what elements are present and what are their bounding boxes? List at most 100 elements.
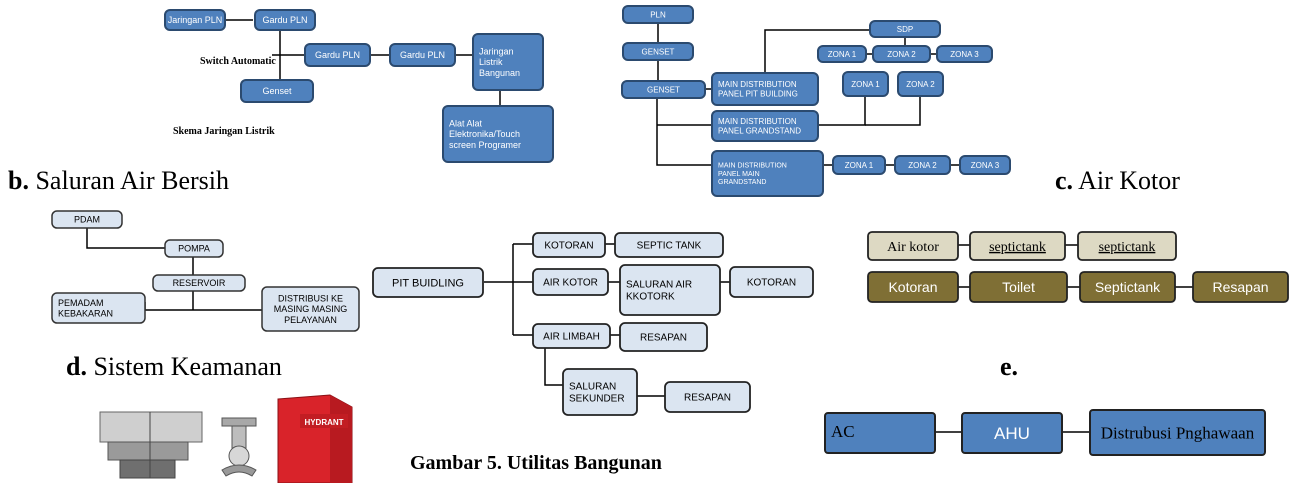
- node-pit-buidling: PIT BUIDLING: [372, 267, 484, 298]
- listrik-caption: Skema Jaringan Listrik: [173, 126, 275, 137]
- node-jaringan-pln: Jaringan PLN: [164, 9, 226, 31]
- svg-text:AIR LIMBAH: AIR LIMBAH: [543, 332, 600, 343]
- svg-text:ZONA 1: ZONA 1: [828, 50, 857, 59]
- svg-text:Air kotor: Air kotor: [887, 240, 939, 255]
- svg-text:Gardu PLN: Gardu PLN: [400, 50, 445, 60]
- label-e: e.: [1000, 352, 1019, 381]
- svg-text:KOTORAN: KOTORAN: [544, 241, 593, 252]
- node-air-kotor: AIR KOTOR: [532, 268, 609, 296]
- svg-text:ZONA 3: ZONA 3: [950, 50, 979, 59]
- connector-line: [818, 96, 866, 126]
- sprinkler-icon: [221, 417, 257, 477]
- label-b: b. Saluran Air Bersih: [8, 166, 229, 195]
- svg-text:ZONA 2: ZONA 2: [908, 161, 937, 170]
- svg-text:Genset: Genset: [262, 86, 292, 96]
- node-resapan-2: RESAPAN: [664, 381, 751, 413]
- svg-text:AHU: AHU: [994, 424, 1030, 443]
- figure-caption: Gambar 5. Utilitas Bangunan: [410, 452, 662, 474]
- switch-automatic-label: Switch Automatic: [200, 56, 276, 67]
- node-kotoran-r: Kotoran: [867, 271, 959, 303]
- svg-text:Jaringan PLN: Jaringan PLN: [168, 15, 223, 25]
- node-zona1-b: ZONA 1: [842, 71, 889, 97]
- node-pompa: POMPA: [164, 239, 224, 258]
- node-septictank-2: septictank: [1077, 231, 1177, 261]
- node-zona2-a: ZONA 2: [872, 45, 931, 63]
- node-reservoir: RESERVOIR: [152, 274, 246, 292]
- svg-text:ZONA 2: ZONA 2: [906, 80, 935, 89]
- svg-text:Distrubusi Pnghawaan: Distrubusi Pnghawaan: [1101, 423, 1255, 442]
- node-zona1-a: ZONA 1: [817, 45, 867, 63]
- connector-line: [86, 228, 165, 249]
- node-kotoran-2: KOTORAN: [729, 266, 814, 298]
- svg-text:KOTORAN: KOTORAN: [747, 278, 796, 289]
- svg-text:Septictank: Septictank: [1095, 279, 1161, 295]
- node-sdp: SDP: [869, 20, 941, 38]
- node-septictank-3: Septictank: [1079, 271, 1176, 303]
- node-resapan-r: Resapan: [1192, 271, 1289, 303]
- connector-line: [865, 96, 921, 126]
- connector-line: [656, 98, 712, 166]
- svg-text:POMPA: POMPA: [178, 244, 210, 254]
- svg-text:Kotoran: Kotoran: [888, 279, 937, 295]
- svg-text:RESERVOIR: RESERVOIR: [173, 278, 226, 288]
- svg-text:AIR KOTOR: AIR KOTOR: [543, 278, 598, 289]
- node-resapan-1: RESAPAN: [619, 322, 708, 352]
- svg-text:GENSET: GENSET: [647, 85, 680, 94]
- svg-text:ZONA 3: ZONA 3: [971, 161, 1000, 170]
- svg-text:septictank: septictank: [989, 240, 1046, 255]
- node-pdam: PDAM: [51, 210, 123, 229]
- node-ahu: AHU: [961, 412, 1063, 454]
- node-zona3-a: ZONA 3: [936, 45, 993, 63]
- svg-text:AC: AC: [831, 422, 855, 441]
- hydrant-box-icon: HYDRANT: [277, 394, 353, 483]
- node-zona3-c: ZONA 3: [959, 155, 1011, 175]
- svg-text:GENSET: GENSET: [642, 47, 675, 56]
- svg-text:Gardu PLN: Gardu PLN: [262, 15, 307, 25]
- node-gardu-pln-1: Gardu PLN: [254, 9, 316, 31]
- svg-text:SEPTIC TANK: SEPTIC TANK: [637, 241, 702, 252]
- svg-text:PLN: PLN: [650, 10, 666, 19]
- hydrant-text: HYDRANT: [304, 418, 343, 427]
- node-septic-tank: SEPTIC TANK: [614, 232, 724, 258]
- svg-text:ZONA 2: ZONA 2: [887, 50, 916, 59]
- svg-text:Toilet: Toilet: [1002, 279, 1035, 295]
- svg-text:septictank: septictank: [1099, 240, 1156, 255]
- node-genset-1: GENSET: [622, 42, 694, 61]
- node-genset-listrik: Genset: [240, 79, 314, 103]
- node-air-kotor-r: Air kotor: [867, 231, 959, 261]
- svg-text:PDAM: PDAM: [74, 215, 100, 225]
- svg-text:SDP: SDP: [897, 25, 913, 34]
- node-gardu-pln-2: Gardu PLN: [304, 43, 371, 67]
- svg-text:Gardu PLN: Gardu PLN: [315, 50, 360, 60]
- svg-text:ZONA 1: ZONA 1: [851, 80, 880, 89]
- smoke-detector-icon: [99, 411, 203, 479]
- node-ac: AC: [824, 412, 936, 454]
- node-pln: PLN: [622, 5, 694, 24]
- node-zona2-c: ZONA 2: [894, 155, 951, 175]
- connector-line: [544, 345, 563, 386]
- node-zona1-c: ZONA 1: [832, 155, 886, 175]
- node-toilet: Toilet: [969, 271, 1068, 303]
- node-gardu-pln-3: Gardu PLN: [389, 43, 456, 67]
- svg-text:RESAPAN: RESAPAN: [640, 333, 687, 344]
- svg-text:PIT BUIDLING: PIT BUIDLING: [392, 277, 464, 289]
- node-air-limbah: AIR LIMBAH: [532, 323, 611, 349]
- node-genset-2: GENSET: [621, 80, 706, 99]
